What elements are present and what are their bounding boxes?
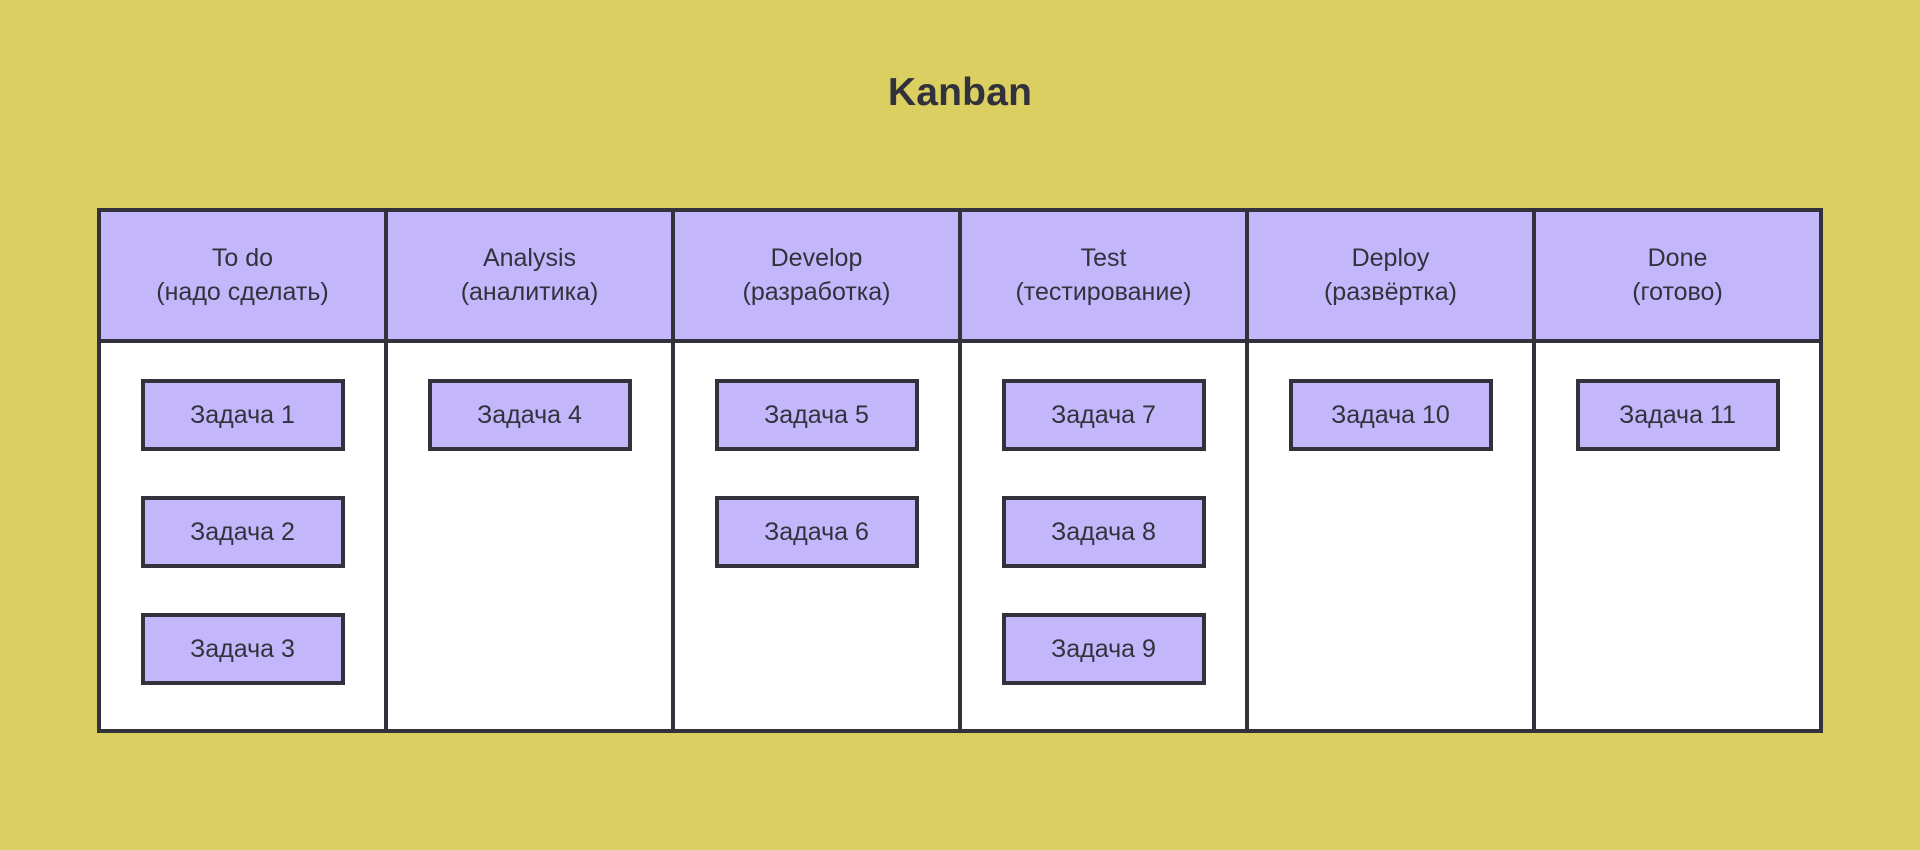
column-body-done[interactable]: Задача 11 [1536,343,1819,729]
task-card-label: Задача 2 [190,517,295,546]
task-card-label: Задача 4 [477,400,582,429]
board-header-row: To do (надо сделать) Analysis (аналитика… [101,212,1819,343]
board-body-row: Задача 1 Задача 2 Задача 3 Задача 4 Зада… [101,343,1819,729]
column-body-test[interactable]: Задача 7 Задача 8 Задача 9 [962,343,1249,729]
task-card[interactable]: Задача 3 [140,613,345,685]
column-body-develop[interactable]: Задача 5 Задача 6 [675,343,962,729]
task-card-label: Задача 5 [764,400,869,429]
column-header-to-do[interactable]: To do (надо сделать) [101,212,388,339]
task-card-label: Задача 7 [1051,400,1156,429]
task-card[interactable]: Задача 6 [714,496,919,568]
column-body-deploy[interactable]: Задача 10 [1249,343,1536,729]
task-card[interactable]: Задача 7 [1001,379,1206,451]
column-header-deploy[interactable]: Deploy (развёртка) [1249,212,1536,339]
task-card[interactable]: Задача 2 [140,496,345,568]
task-card-label: Задача 6 [764,517,869,546]
column-body-to-do[interactable]: Задача 1 Задача 2 Задача 3 [101,343,388,729]
column-header-test[interactable]: Test (тестирование) [962,212,1249,339]
task-card-label: Задача 10 [1331,400,1450,429]
task-card[interactable]: Задача 5 [714,379,919,451]
column-header-label: Deploy (развёртка) [1323,244,1458,306]
column-header-label: To do (надо сделать) [156,244,329,306]
column-body-analysis[interactable]: Задача 4 [388,343,675,729]
task-card[interactable]: Задача 4 [427,379,632,451]
task-card[interactable]: Задача 11 [1575,379,1780,451]
column-header-develop[interactable]: Develop (разработка) [675,212,962,339]
task-card[interactable]: Задача 8 [1001,496,1206,568]
kanban-board: To do (надо сделать) Analysis (аналитика… [97,208,1823,733]
task-card-label: Задача 3 [190,634,295,663]
task-card-label: Задача 9 [1051,634,1156,663]
column-header-label: Test (тестирование) [1015,244,1192,306]
task-card-label: Задача 11 [1619,400,1736,429]
column-header-label: Develop (разработка) [742,244,891,306]
page-title: Kanban [887,71,1033,114]
column-header-analysis[interactable]: Analysis (аналитика) [388,212,675,339]
task-card-label: Задача 8 [1051,517,1156,546]
column-header-done[interactable]: Done (готово) [1536,212,1819,339]
column-header-label: Analysis (аналитика) [460,244,599,306]
task-card[interactable]: Задача 1 [140,379,345,451]
task-card-label: Задача 1 [190,400,295,429]
column-header-label: Done (готово) [1632,244,1723,306]
task-card[interactable]: Задача 10 [1288,379,1493,451]
task-card[interactable]: Задача 9 [1001,613,1206,685]
